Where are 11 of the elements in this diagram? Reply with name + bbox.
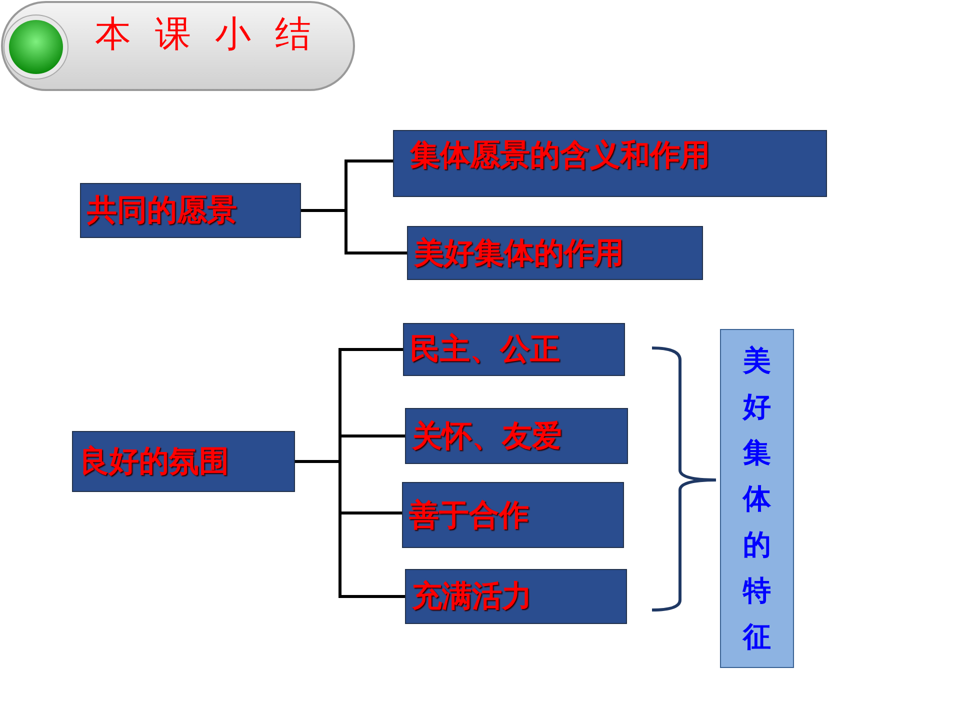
topic-box: 关怀、友爱 [405,408,628,464]
topic-box: 良好的氛围 [72,431,295,492]
topic-box: 集体愿景的含义和作用 [393,130,827,197]
vertical-label-box: 美好集体的特征 [720,329,794,668]
topic-box: 共同的愿景 [80,183,301,238]
connector-line [301,209,407,254]
title-text: 本课小结 [95,13,335,57]
topic-box: 民主、公正 [403,323,625,376]
topic-box: 善于合作 [402,482,624,548]
topic-box: 美好集体的作用 [407,226,703,280]
topic-box: 充满活力 [405,569,627,624]
